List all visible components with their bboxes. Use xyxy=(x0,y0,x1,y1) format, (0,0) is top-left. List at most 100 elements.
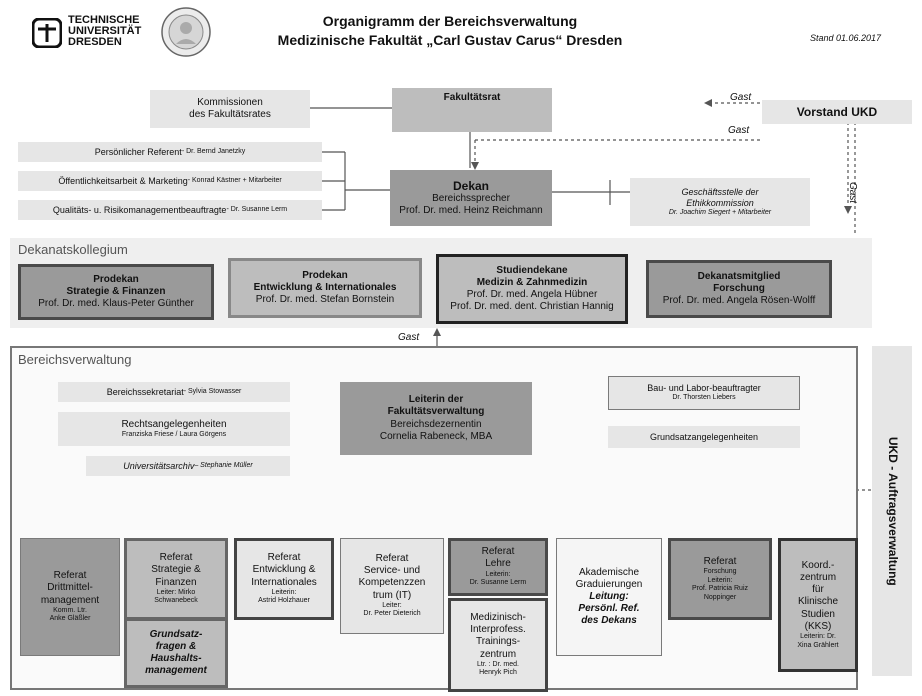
referat-line: Service- und xyxy=(363,565,421,577)
member-name: Prof. Dr. med. dent. Christian Hannig xyxy=(450,301,614,313)
trainingszentrum-box: Medizinisch- Interprofess. Trainings- ze… xyxy=(448,598,548,692)
staff-sub: - Dr. Susanne Lerm xyxy=(226,205,288,213)
gast-label-2: Gast xyxy=(728,125,750,136)
referat-line: Studien xyxy=(801,608,835,620)
akademische-graduierungen: Akademische Graduierungen Leitung: Persö… xyxy=(556,538,662,656)
member-line: Forschung xyxy=(713,282,765,294)
referat-strategie: Referat Strategie & Finanzen Leiter: Mir… xyxy=(124,538,228,620)
training-line: Interprofess. xyxy=(470,624,526,636)
referat-sub: Komm. Ltr. xyxy=(53,606,87,614)
referat-line: Koord.- xyxy=(801,559,835,571)
training-line: Medizinisch- xyxy=(470,612,526,624)
referat-sub: des Dekans xyxy=(581,615,637,627)
leiterin-line-4: Cornelia Rabeneck, MBA xyxy=(379,430,493,442)
kommissionen-line-2: des Fakultätsrates xyxy=(189,109,271,120)
sekretariat-sub: - Sylvia Stowasser xyxy=(183,387,242,395)
studiendekane-box: Studiendekane Medizin & Zahnmedizin Prof… xyxy=(436,254,628,324)
referat-line: Finanzen xyxy=(155,576,197,588)
referat-sub: Persönl. Ref. xyxy=(578,603,640,615)
referat-line: Referat xyxy=(703,555,737,567)
referat-sub: Astrid Holzhauer xyxy=(258,597,310,605)
staff-sub: - Konrad Kästner + Mitarbeiter xyxy=(187,176,282,184)
referat-line: Strategie & xyxy=(151,564,201,576)
recht-sub: Franziska Friese / Laura Görgens xyxy=(121,430,227,438)
training-line: zentrum xyxy=(479,648,517,660)
referat-sub: Leiterin: Dr. xyxy=(800,633,836,641)
referat-line: Referat xyxy=(159,552,193,564)
referat-sub: Noppinger xyxy=(703,593,737,601)
dekanatsmitglied-forschung-box: Dekanatsmitglied Forschung Prof. Dr. med… xyxy=(646,260,832,318)
bau-box: Bau- und Labor-beauftragter Dr. Thorsten… xyxy=(608,376,800,410)
referat-line: trum (IT) xyxy=(372,589,412,601)
referat-sub: Leiterin: xyxy=(707,576,733,584)
grundsatzfragen-line: management xyxy=(145,665,207,677)
referat-line: Lehre xyxy=(485,558,511,570)
tud-logo-icon xyxy=(32,18,62,48)
referat-line: Referat xyxy=(267,552,301,564)
sekretariat-main: Bereichssekretariat xyxy=(106,386,184,397)
referat-line: zentrum xyxy=(799,572,837,584)
leiterin-box: Leiterin der Fakultätsverwaltung Bereich… xyxy=(340,382,532,455)
dekan-title: Dekan xyxy=(452,178,490,193)
member-name: Prof. Dr. med. Stefan Bornstein xyxy=(255,294,395,306)
fakultaetsrat-label: Fakultätsrat xyxy=(443,92,501,103)
chart-title-line-1: Organigramm der Bereichsverwaltung xyxy=(322,13,578,29)
referat-line: Drittmittel- xyxy=(47,582,93,594)
staff-main: Qualitäts- u. Risikomanagementbeauftragt… xyxy=(52,204,227,215)
ethikkommission-box: Geschäftsstelle der Ethikkommission Dr. … xyxy=(630,178,810,226)
member-name: Prof. Dr. med. Angela Hübner xyxy=(466,289,598,300)
referat-sub: Leiterin: xyxy=(271,588,297,596)
referat-line: Kompetenzzen xyxy=(358,577,426,589)
member-line: Dekanatsmitglied xyxy=(697,270,781,282)
tud-name-line-1: TECHNISCHE xyxy=(68,14,140,26)
referat-line: Klinische xyxy=(797,596,839,608)
archiv-box: Universitätsarchiv – Stephanie Müller xyxy=(86,456,290,476)
referat-sub: Xina Grählert xyxy=(797,641,839,649)
member-line: Entwicklung & Internationales xyxy=(253,281,397,293)
faculty-seal xyxy=(160,6,212,58)
fakultaetsrat-box: Fakultätsrat xyxy=(392,88,552,132)
archiv-main: Universitätsarchiv xyxy=(123,460,195,471)
member-line: Medizin & Zahnmedizin xyxy=(476,276,588,288)
grundsatzfragen-line: fragen & xyxy=(155,640,197,652)
vorstand-ukd-box: Vorstand UKD xyxy=(762,100,912,124)
member-line: Prodekan xyxy=(93,273,139,285)
stand-date: Stand 01.06.2017 xyxy=(810,33,882,43)
staff-oeffentlichkeitsarbeit: Öffentlichkeitsarbeit & Marketing - Konr… xyxy=(18,171,322,191)
grundsatzfragen-line: Grundsatz- xyxy=(149,628,203,640)
archiv-sub: – Stephanie Müller xyxy=(194,461,253,469)
grundsatz-box: Grundsatzangelegenheiten xyxy=(608,426,800,448)
referat-service-it: Referat Service- und Kompetenzzen trum (… xyxy=(340,538,444,634)
referat-sub: Prof. Patricia Ruiz xyxy=(691,585,749,593)
member-line: Prodekan xyxy=(302,269,348,281)
leiterin-line-3: Bereichsdezernentin xyxy=(390,418,482,430)
referat-entwicklung: Referat Entwicklung & Internationales Le… xyxy=(234,538,334,620)
tud-name-line-2: UNIVERSITÄT xyxy=(68,25,142,37)
staff-sub: - Dr. Bernd Janetzky xyxy=(181,147,246,155)
referat-sub: Schwanebeck xyxy=(154,597,198,605)
dekan-box: Dekan Bereichssprecher Prof. Dr. med. He… xyxy=(390,170,552,226)
gast-label-1: Gast xyxy=(730,92,752,103)
member-line: Strategie & Finanzen xyxy=(66,285,166,297)
kommissionen-line-1: Kommissionen xyxy=(197,96,263,108)
referat-sub: Leitung: xyxy=(589,590,629,602)
referat-sub: Dr. Susanne Lerm xyxy=(469,579,527,587)
bau-main: Bau- und Labor-beauftragter xyxy=(647,383,761,394)
tud-logo: TECHNISCHE UNIVERSITÄT DRESDEN xyxy=(32,14,192,54)
training-sub: Henryk Pich xyxy=(479,669,517,677)
staff-persoenlicher-referent: Persönlicher Referent - Dr. Bernd Janetz… xyxy=(18,142,322,162)
referat-line: Referat xyxy=(481,546,515,558)
kommissionen-box: Kommissionen des Fakultätsrates xyxy=(150,90,310,128)
grundsatzfragen-box: Grundsatz- fragen & Haushalts- managemen… xyxy=(124,618,228,688)
bau-sub: Dr. Thorsten Liebers xyxy=(672,394,736,402)
referat-sub: Leiter: Mirko xyxy=(156,588,196,596)
referat-line: Akademische xyxy=(578,566,640,578)
referat-sub: Anke Gläßler xyxy=(49,615,91,623)
staff-main: Persönlicher Referent xyxy=(94,146,182,157)
referat-line: Referat xyxy=(53,570,87,582)
ukd-auftragsverwaltung-box: UKD - Auftragsverwaltung xyxy=(872,346,912,676)
referat-line: Internationales xyxy=(251,576,317,588)
grundsatz-label: Grundsatzangelegenheiten xyxy=(649,431,759,442)
referat-sub: Leiterin: xyxy=(485,570,511,578)
ukd-auftragsverwaltung-label: UKD - Auftragsverwaltung xyxy=(885,436,900,586)
